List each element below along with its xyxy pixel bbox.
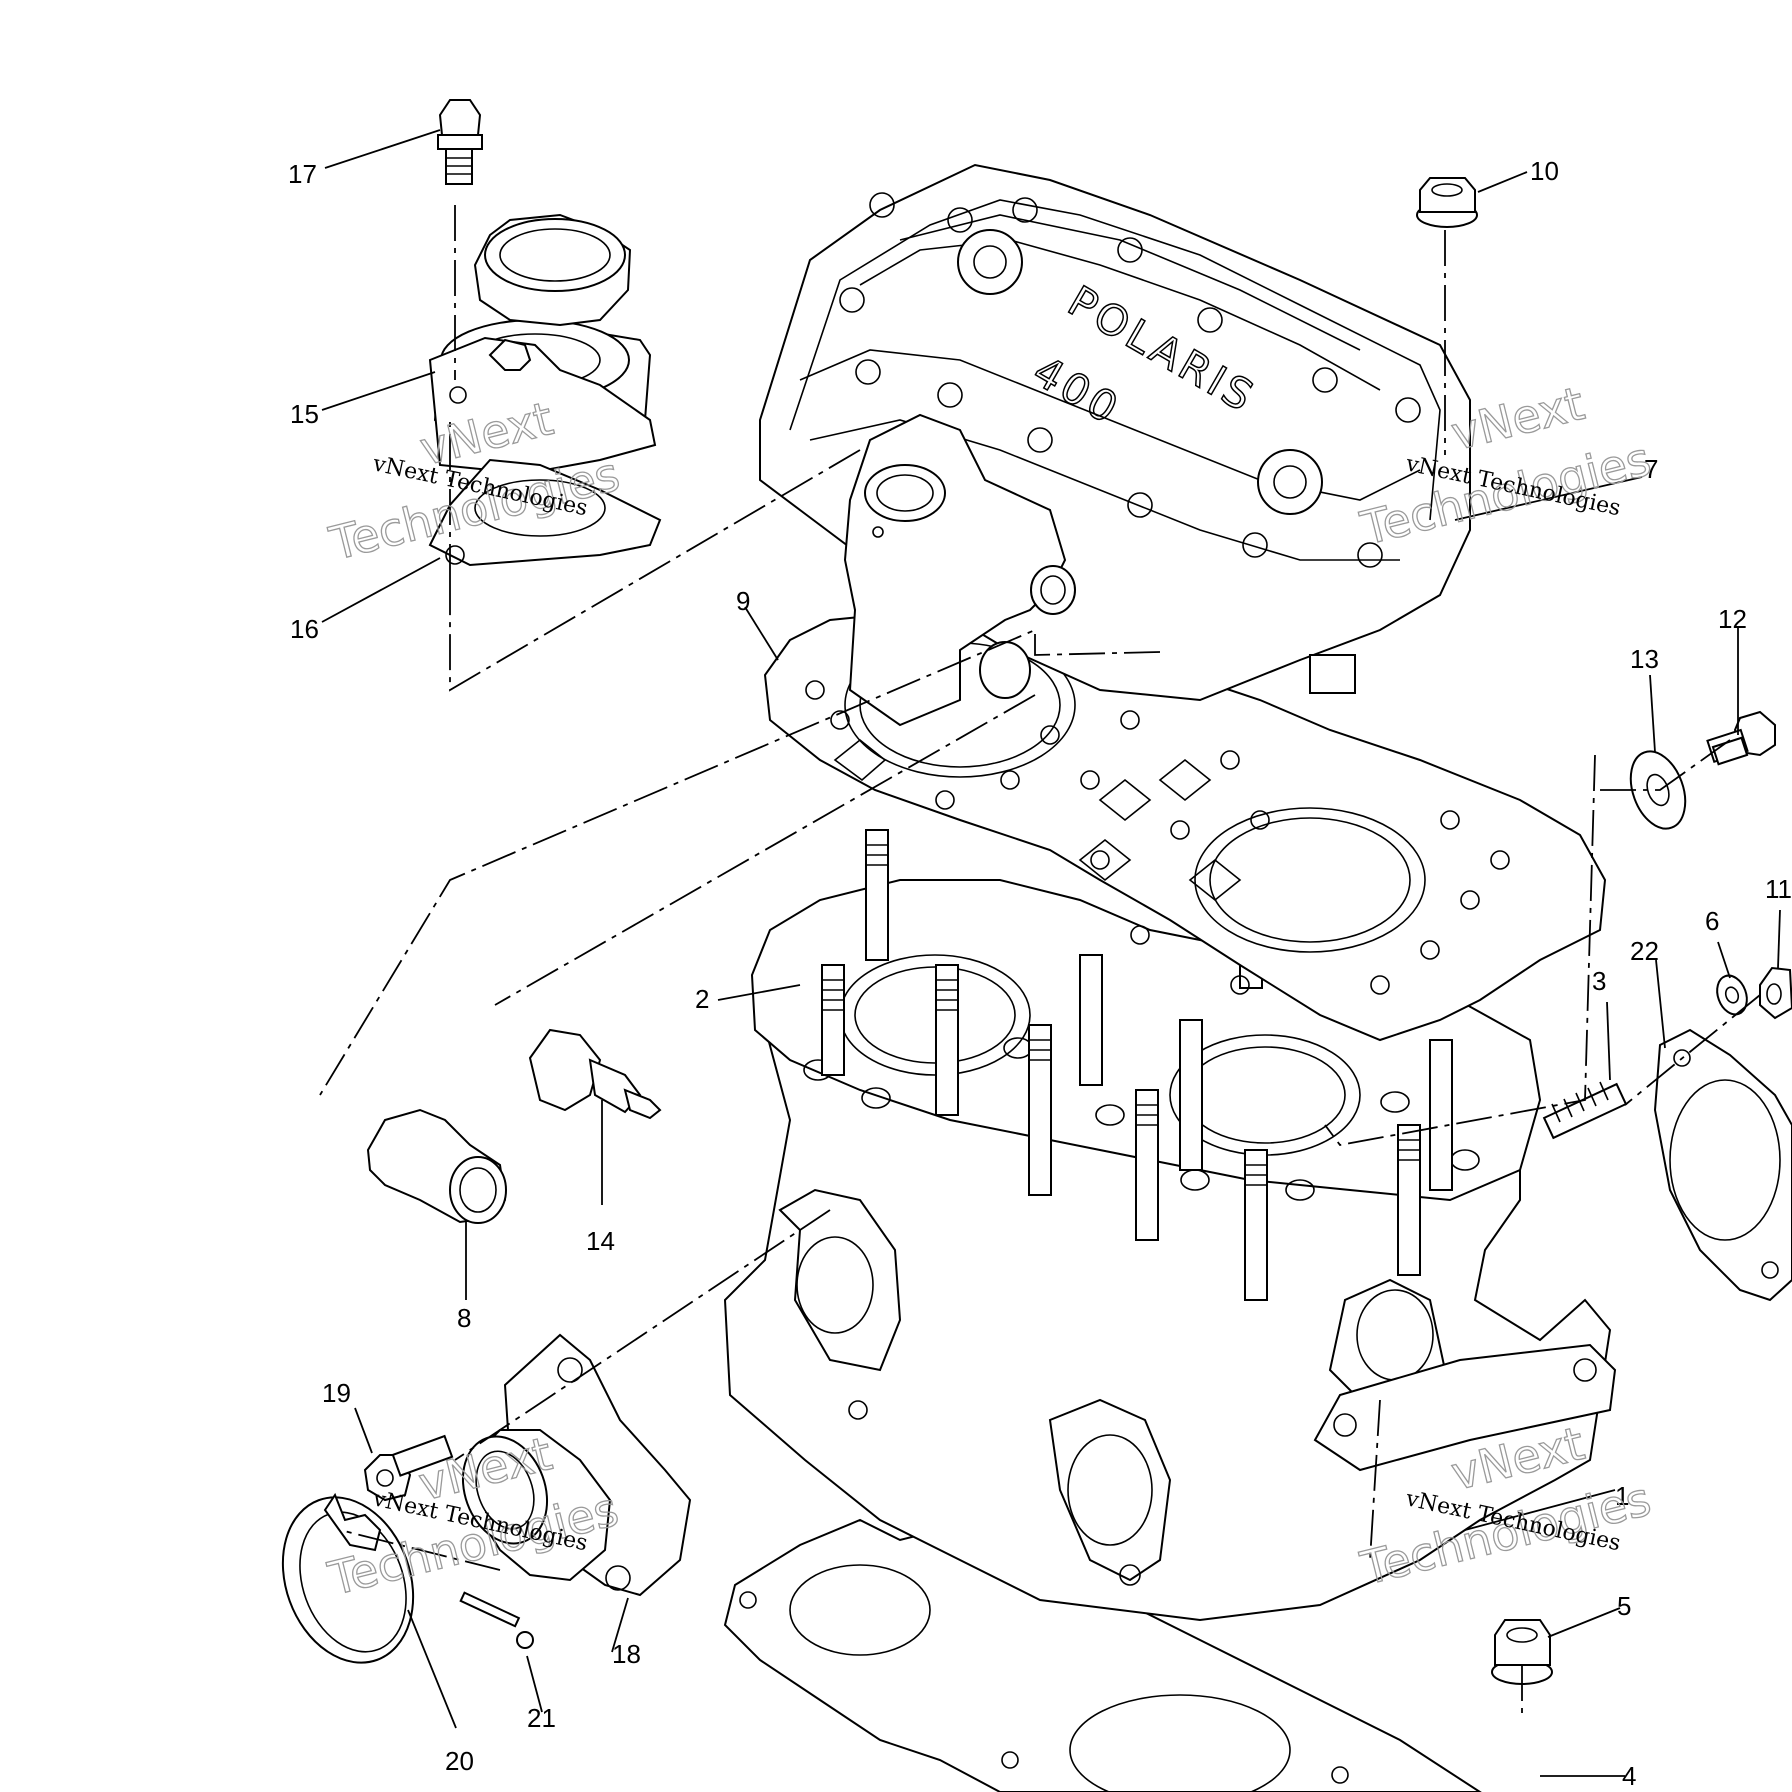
bolt-17 (437, 99, 483, 185)
temperature-sensor-14 (528, 1028, 662, 1120)
nut-10 (1416, 177, 1478, 228)
bolt-19 (363, 1434, 454, 1502)
callout-9: 9 (736, 586, 750, 616)
thermostat-cap-gasket (428, 458, 662, 567)
callout-18: 18 (612, 1639, 641, 1669)
cylinder-block (723, 879, 1617, 1622)
callout-13: 13 (1630, 644, 1659, 674)
callout-16: 16 (290, 614, 319, 644)
base-gasket (723, 1518, 1482, 1792)
callout-3: 3 (1592, 966, 1606, 996)
intake-boot (461, 1429, 612, 1582)
callout-1: 1 (1615, 1481, 1629, 1511)
plug-8 (366, 1108, 507, 1224)
callout-labels: 1 2 3 4 5 6 7 8 9 10 11 12 13 14 15 16 1… (288, 156, 1792, 1791)
callout-22: 22 (1630, 936, 1659, 966)
callout-6: 6 (1705, 906, 1719, 936)
callout-2: 2 (695, 984, 709, 1014)
cylinder-studs (821, 829, 1453, 1301)
water-outlet-housing (843, 413, 1076, 727)
callout-15: 15 (290, 399, 319, 429)
screw-12 (1706, 710, 1776, 766)
thermostat-cap-assembly (428, 213, 657, 471)
callout-14: 14 (586, 1226, 615, 1256)
callout-19: 19 (322, 1378, 351, 1408)
exhaust-gasket-22 (1653, 1028, 1792, 1302)
leader-lines (319, 129, 1781, 1777)
callout-20: 20 (445, 1746, 474, 1776)
callout-21: 21 (527, 1703, 556, 1733)
screw-21 (459, 1591, 534, 1649)
washer-6 (1716, 974, 1748, 1016)
callout-4: 4 (1622, 1761, 1636, 1791)
callout-10: 10 (1530, 156, 1559, 186)
callout-5: 5 (1617, 1591, 1631, 1621)
callout-17: 17 (288, 159, 317, 189)
callout-11: 11 (1765, 874, 1792, 904)
callout-7: 7 (1644, 454, 1658, 484)
callout-12: 12 (1718, 604, 1747, 634)
watermark-outline-word1: vNext (1446, 376, 1589, 461)
nut-11 (1759, 966, 1792, 1020)
callout-8: 8 (457, 1303, 471, 1333)
